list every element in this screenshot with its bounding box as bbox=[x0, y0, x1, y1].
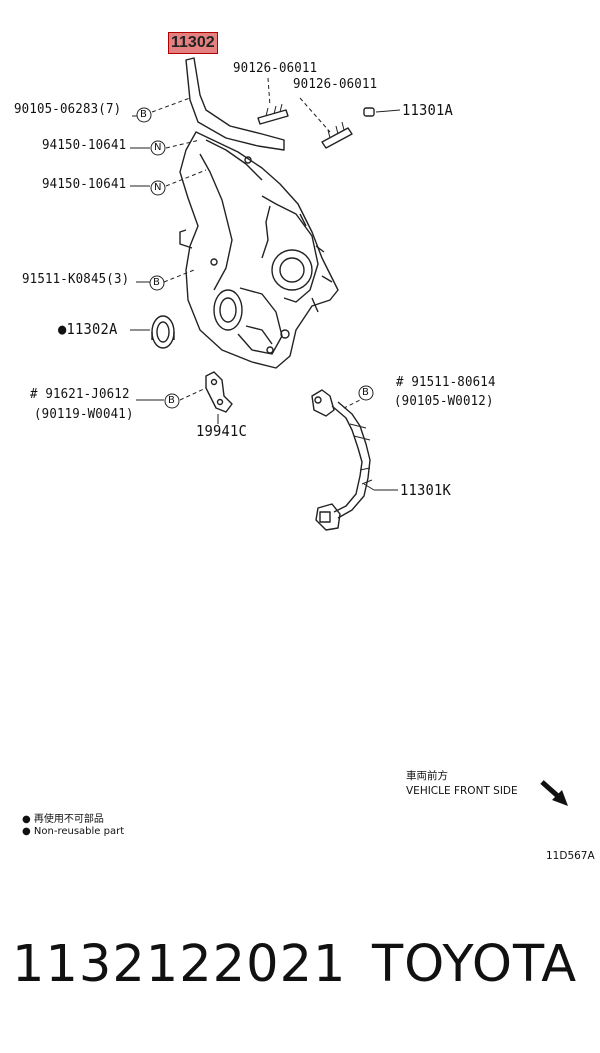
marker-b: B bbox=[140, 109, 147, 120]
legend-en: ● Non-reusable part bbox=[22, 826, 125, 837]
highlighted-part-label[interactable]: 11302 bbox=[168, 32, 218, 54]
callout-19941c[interactable]: 19941C bbox=[196, 422, 247, 440]
callout-94150-upper[interactable]: 94150-10641 bbox=[42, 137, 127, 153]
callout-11301k[interactable]: 11301K bbox=[400, 481, 451, 499]
marker-n: N bbox=[154, 182, 162, 193]
callout-90119[interactable]: (90119-W0041) bbox=[34, 406, 134, 422]
callout-94150-lower[interactable]: 94150-10641 bbox=[42, 176, 127, 192]
marker-n: N bbox=[154, 142, 162, 153]
callout-11301a[interactable]: 11301A bbox=[402, 101, 453, 119]
callout-90126-upper[interactable]: 90126-06011 bbox=[233, 60, 318, 76]
front-side-label-jp: 車両前方 bbox=[406, 770, 448, 782]
callout-91511-80614[interactable]: # 91511-80614 bbox=[396, 374, 496, 390]
marker-b: B bbox=[153, 277, 160, 288]
callout-90126-lower[interactable]: 90126-06011 bbox=[293, 76, 378, 92]
marker-b: B bbox=[168, 395, 175, 406]
callout-90105[interactable]: 90105-06283(7) bbox=[14, 101, 122, 117]
front-side-label-en: VEHICLE FRONT SIDE bbox=[406, 785, 518, 797]
callout-91621[interactable]: # 91621-J0612 bbox=[30, 386, 130, 402]
callout-90105-w0012[interactable]: (90105-W0012) bbox=[394, 393, 494, 409]
callout-91511-k0845[interactable]: 91511-K0845(3) bbox=[22, 271, 130, 287]
marker-b: B bbox=[362, 387, 369, 398]
part-number: 1132122021 bbox=[12, 935, 347, 994]
callout-11302a[interactable]: ●11302A bbox=[58, 320, 118, 338]
legend-jp: ● 再使用不可部品 bbox=[22, 814, 104, 825]
figure-code: 11D567A bbox=[546, 850, 595, 862]
front-arrow-icon bbox=[540, 780, 568, 806]
brand-name: TOYOTA bbox=[372, 935, 578, 994]
